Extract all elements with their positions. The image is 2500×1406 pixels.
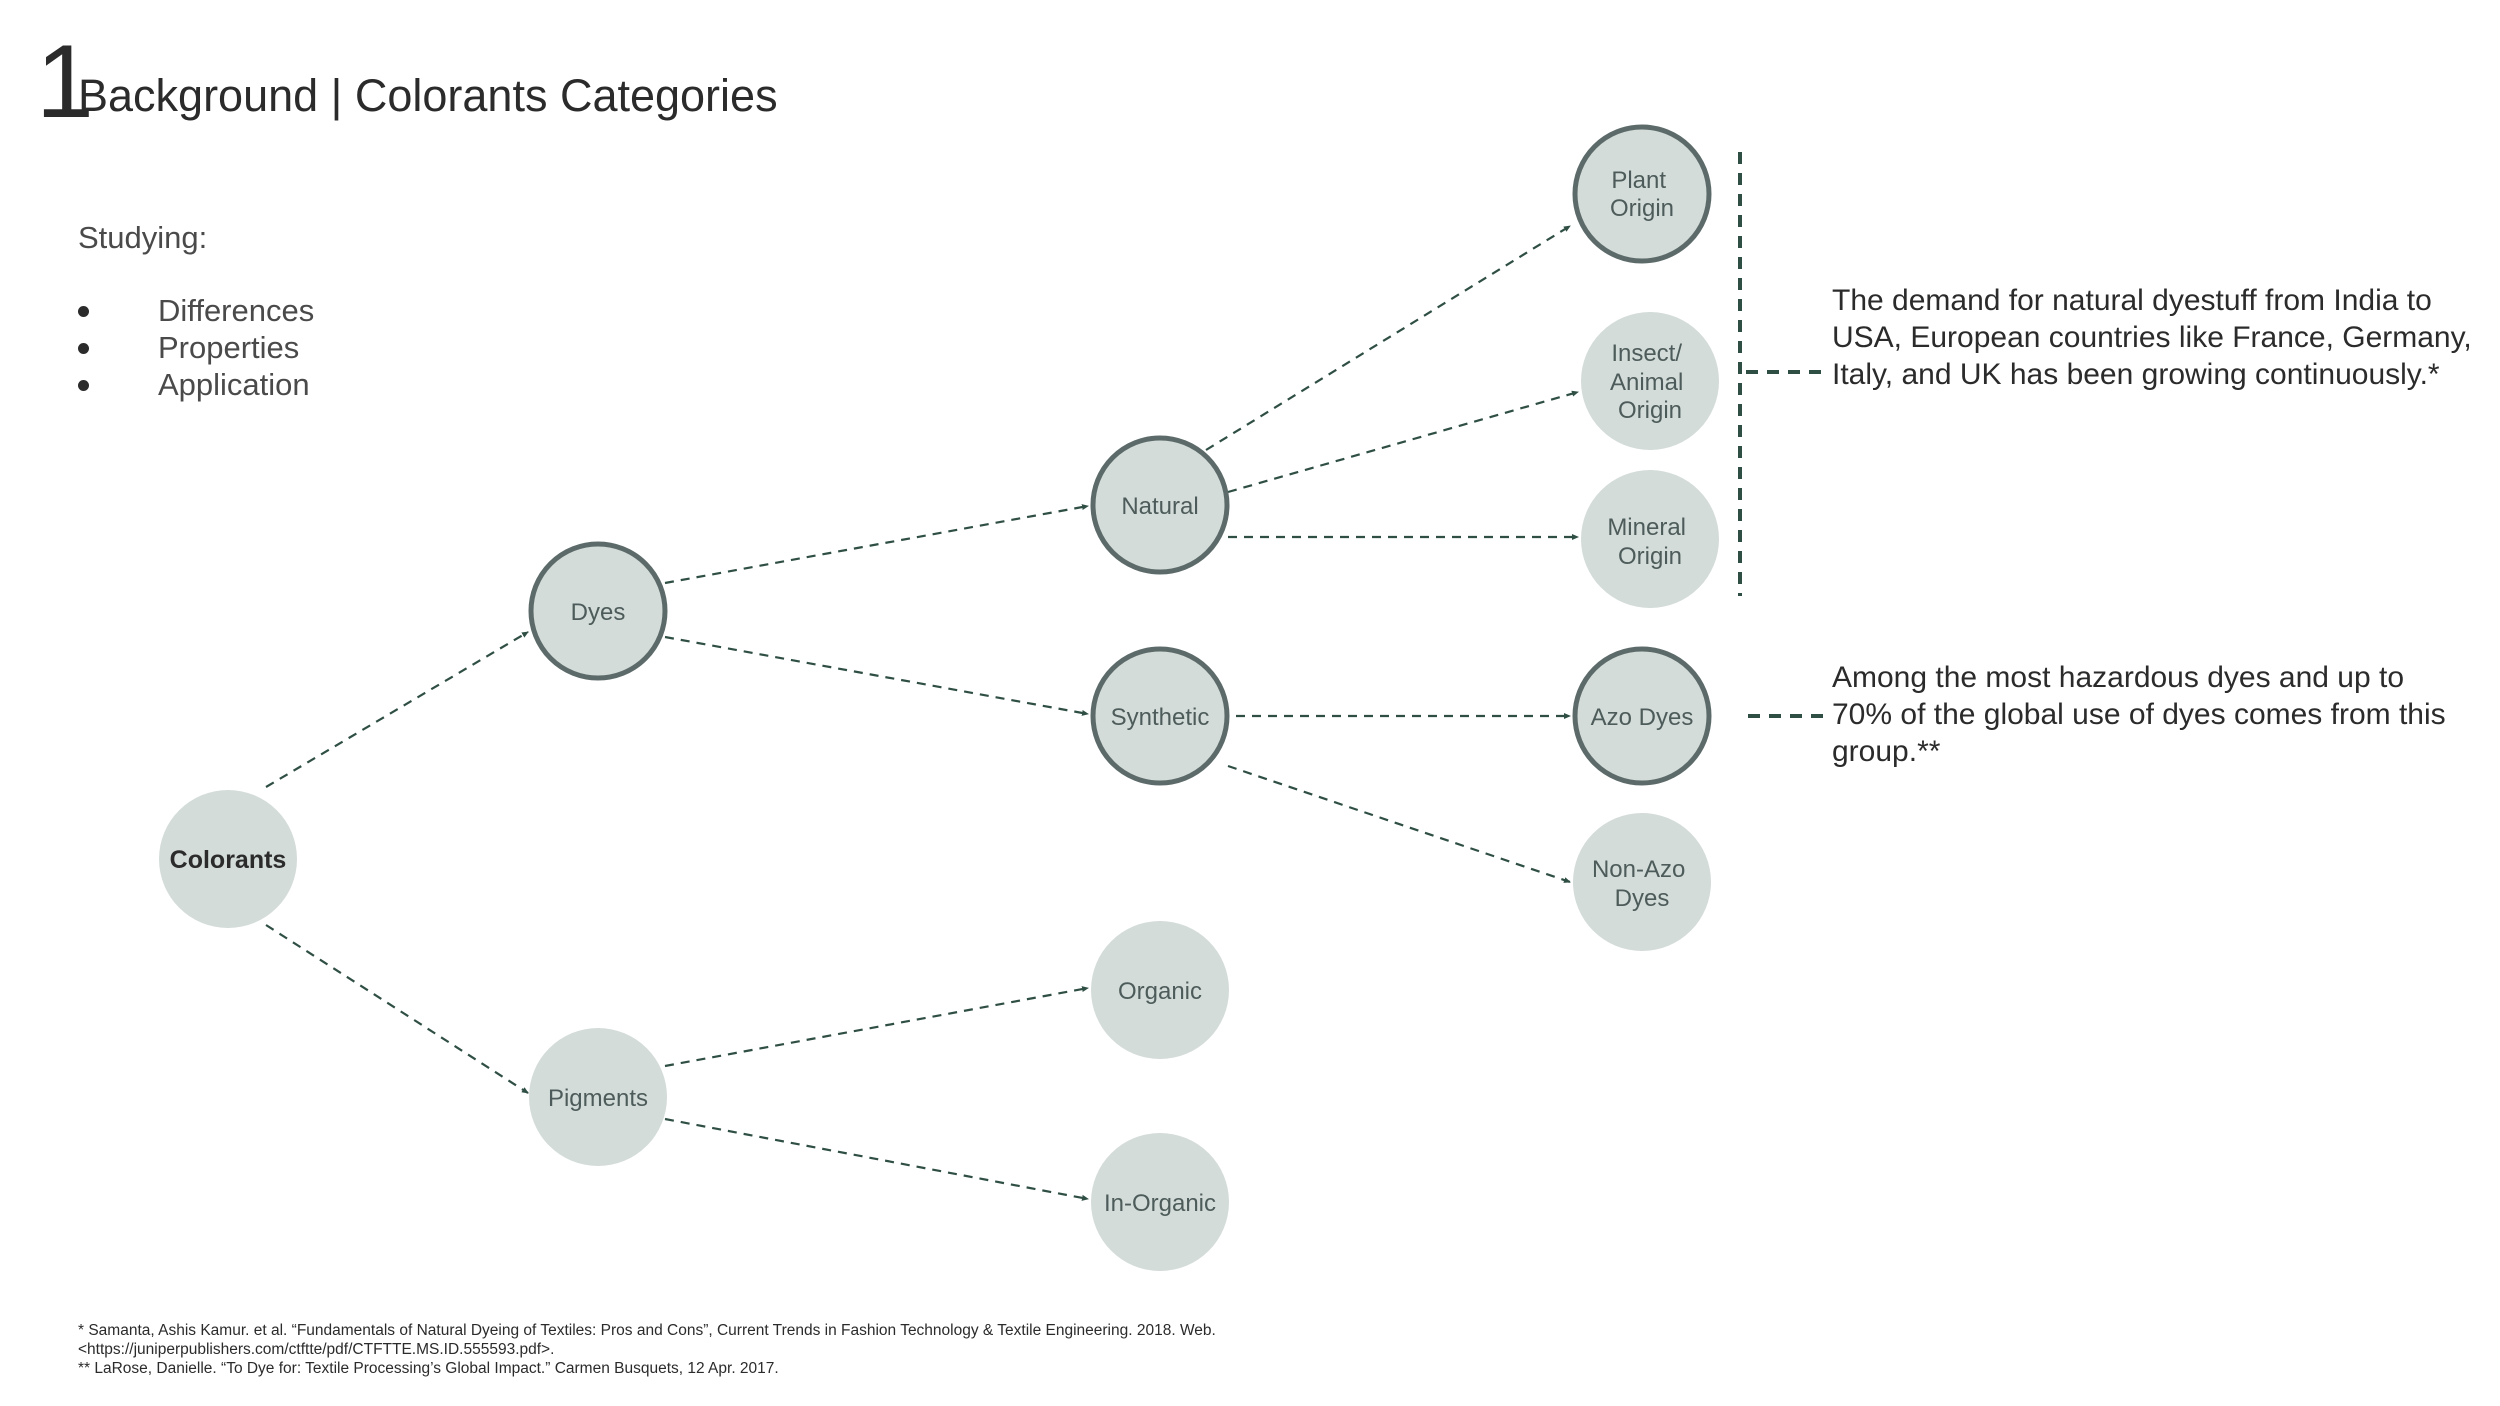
bullet-icon: [78, 306, 89, 317]
connector-pigments-organic: [664, 986, 1089, 1068]
node-insect-animal-origin: Insect/ Animal Origin: [1581, 312, 1719, 450]
node-pigments: Pigments: [529, 1028, 667, 1166]
node-insect-animal-origin-line: Origin: [1618, 397, 1682, 424]
connector-natural-insect: [1227, 390, 1579, 494]
page-title: Background | Colorants Categories: [78, 70, 778, 121]
azo-hazard-note: Among the most hazardous dyes and up to …: [1832, 661, 2446, 768]
connector-colorants-pigments: [265, 924, 529, 1094]
node-insect-animal-origin-line: Insect/: [1611, 340, 1682, 367]
node-azo-dyes-label: Azo Dyes: [1591, 704, 1694, 731]
node-insect-animal-origin-line: Animal: [1610, 369, 1683, 396]
node-non-azo-dyes-line: Non-Azo: [1592, 856, 1685, 883]
connector-colorants-dyes: [265, 631, 529, 788]
node-synthetic-label: Synthetic: [1111, 704, 1210, 731]
footnote-ref1-line1: * Samanta, Ashis Kamur. et al. “Fundamen…: [78, 1322, 1216, 1339]
connectors: [265, 225, 1579, 1201]
node-mineral-origin: Mineral Origin: [1581, 470, 1719, 608]
connector-dyes-synthetic: [664, 635, 1089, 716]
natural-demand-note: The demand for natural dyestuff from Ind…: [1832, 284, 2472, 391]
footnote-ref2: ** LaRose, Danielle. “To Dye for: Textil…: [78, 1360, 779, 1377]
studying-heading: Studying:: [78, 220, 208, 255]
node-dyes: Dyes: [528, 541, 668, 681]
natural-bracket: [1738, 152, 1826, 596]
list-item-label: Properties: [158, 330, 300, 365]
node-natural: Natural: [1090, 435, 1230, 575]
node-plant-origin-label: Plant Origin: [1610, 167, 1674, 222]
connector-natural-plant: [1205, 225, 1571, 451]
node-colorants: Colorants: [159, 790, 297, 928]
connector-synthetic-nonazo: [1227, 764, 1571, 884]
list-item-label: Application: [158, 367, 310, 402]
bullet-icon: [78, 380, 89, 391]
slide-number: 1: [36, 24, 94, 140]
node-inorganic: In-Organic: [1091, 1133, 1229, 1271]
node-non-azo-dyes-label: Non-Azo Dyes: [1592, 856, 1692, 912]
node-natural-label: Natural: [1121, 493, 1198, 520]
node-mineral-origin-label: Mineral Origin: [1607, 514, 1692, 570]
node-pigments-label: Pigments: [548, 1085, 648, 1112]
footnotes: * Samanta, Ashis Kamur. et al. “Fundamen…: [78, 1321, 1216, 1378]
node-insect-animal-origin-label: Insect/ Animal Origin: [1610, 340, 1690, 424]
footnote-ref1-line2: <https://juniperpublishers.com/ctftte/pd…: [78, 1341, 555, 1358]
node-non-azo-dyes: Non-Azo Dyes: [1573, 813, 1711, 951]
node-inorganic-label: In-Organic: [1104, 1190, 1216, 1217]
list-item-label: Differences: [158, 293, 315, 328]
node-plant-origin: Plant Origin: [1572, 124, 1712, 264]
node-mineral-origin-line: Origin: [1618, 543, 1682, 570]
bullet-icon: [78, 343, 89, 354]
node-synthetic: Synthetic: [1090, 646, 1230, 786]
node-colorants-label: Colorants: [170, 846, 287, 874]
node-plant-origin-line: Origin: [1610, 195, 1674, 222]
node-organic: Organic: [1091, 921, 1229, 1059]
connector-pigments-inorganic: [664, 1117, 1089, 1201]
node-non-azo-dyes-line: Dyes: [1615, 885, 1670, 912]
node-mineral-origin-line: Mineral: [1607, 514, 1686, 541]
connector-dyes-natural: [664, 504, 1089, 585]
node-azo-dyes: Azo Dyes: [1572, 646, 1712, 786]
node-plant-origin-line: Plant: [1611, 167, 1666, 194]
node-organic-label: Organic: [1118, 978, 1202, 1005]
node-dyes-label: Dyes: [571, 599, 626, 626]
